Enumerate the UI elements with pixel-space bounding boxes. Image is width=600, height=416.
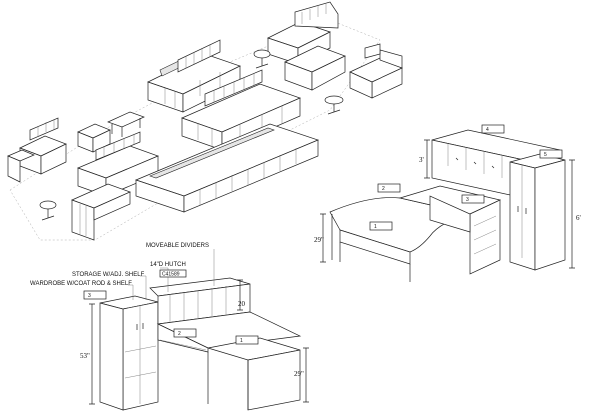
hutch-callout: 14"D HUTCH (150, 262, 186, 268)
recep-part-tag-3: 3 (88, 293, 91, 299)
model-code-label: C41589 (162, 272, 180, 278)
bench-row (135, 123, 319, 213)
recep-storage-side (99, 302, 124, 411)
office-floor-plan (7, 1, 403, 241)
exec-part-tag-5: 5 (544, 152, 547, 158)
exec-tower-front (509, 161, 536, 271)
exec-part-tag-3: 3 (466, 197, 469, 203)
recep-part-tag-2: 2 (178, 331, 181, 337)
exec-part-tag-4: 4 (486, 127, 489, 133)
exec-part-tag-2: 2 (382, 186, 385, 192)
meeting-table (107, 111, 145, 137)
exec-credenza (429, 195, 471, 233)
recep-part-tag-1: 1 (240, 338, 243, 344)
recep-hutch-height-label: 20 (238, 300, 246, 308)
executive-desk-drawing: 3' 29" 6' 1 2 3 4 5 (314, 124, 581, 282)
reception-desk-plan (71, 183, 131, 241)
moveable-dividers-callout: MOVEABLE DIVIDERS (146, 243, 209, 249)
exec-part-tag-1: 1 (374, 224, 377, 230)
workstation-cluster-top (147, 39, 241, 113)
exec-desk-height-label: 29" (314, 236, 324, 244)
wardrobe-callout: WARDROBE W/COAT ROD & SHELF (30, 281, 132, 287)
round-table-middle (324, 95, 344, 115)
workstation-cluster-far (267, 1, 403, 99)
reception-workstation-drawing: 20 53" 29" 3 2 1 MOVEABLE DIVIDERS 14"D … (30, 243, 309, 411)
storage-callout: STORAGE W/ADJ. SHELF (72, 272, 145, 278)
round-table-top (253, 49, 271, 69)
exec-hutch-height-label: 3' (419, 156, 424, 164)
exec-tower-side (534, 159, 566, 271)
recep-storage-height-label: 53" (80, 352, 90, 360)
recep-desk-height-label: 29" (294, 370, 304, 378)
exec-pedestal (469, 199, 501, 275)
exec-tower-height-label: 6' (576, 214, 581, 222)
recep-return-front (247, 349, 301, 411)
recep-storage-front (122, 301, 159, 411)
round-table-bottom (39, 200, 57, 221)
workstation-cluster-left (7, 117, 111, 183)
